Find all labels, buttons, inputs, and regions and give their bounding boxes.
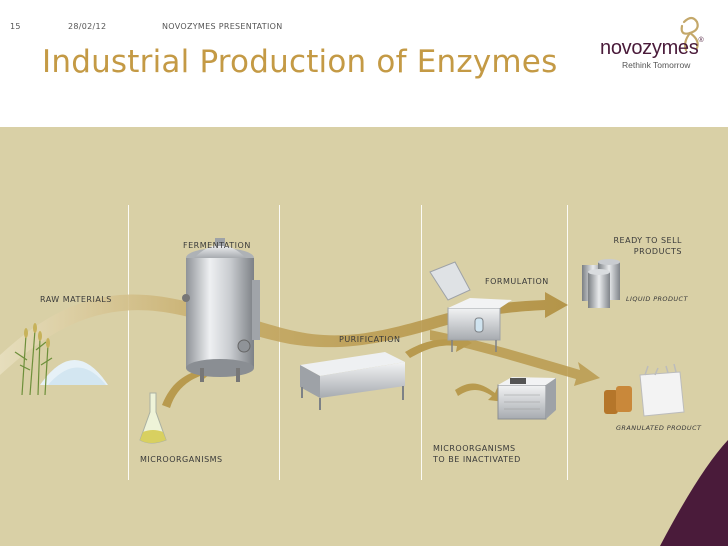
slide-number: 15: [10, 22, 21, 31]
slide-title: Industrial Production of Enzymes: [42, 44, 558, 80]
liquid-product-drums-illustration: [582, 259, 620, 308]
column-divider: [279, 205, 280, 480]
column-divider: [567, 205, 568, 480]
purification-unit-illustration: [300, 352, 405, 410]
brand-logo-text: novozymes®: [600, 37, 704, 60]
formulation-unit-illustration: [429, 261, 512, 352]
brand-tagline: Rethink Tomorrow: [622, 60, 691, 70]
column-divider: [421, 205, 422, 480]
label-formulation: FORMULATION: [485, 277, 549, 286]
label-ready-line2: PRODUCTS: [633, 247, 682, 256]
label-raw-materials: RAW MATERIALS: [40, 295, 112, 304]
granulated-product-bags-illustration: [604, 363, 685, 417]
brand-name: novozymes: [600, 37, 699, 59]
label-inactivate-line2: TO BE INACTIVATED: [433, 455, 521, 464]
brand-trademark: ®: [698, 37, 704, 44]
novozymes-swirl-logo-icon: [680, 16, 699, 52]
column-divider: [128, 205, 129, 480]
label-ready-line1: READY TO SELL: [613, 236, 682, 245]
label-granulated-product: GRANULATED PRODUCT: [616, 424, 702, 432]
inactivation-unit-illustration: [497, 377, 556, 420]
label-purification: PURIFICATION: [339, 335, 401, 344]
flask-illustration: [139, 392, 167, 444]
label-inactivate-line1: MICROORGANISMS: [433, 444, 516, 453]
label-fermentation: FERMENTATION: [183, 241, 251, 250]
slide-date: 28/02/12: [68, 22, 107, 31]
presentation-name: NOVOZYMES PRESENTATION: [162, 22, 283, 31]
fermenter-tank-illustration: [182, 238, 260, 382]
raw-materials-illustration: [14, 323, 108, 396]
label-microorganisms: MICROORGANISMS: [140, 455, 223, 464]
label-liquid-product: LIQUID PRODUCT: [626, 295, 688, 303]
